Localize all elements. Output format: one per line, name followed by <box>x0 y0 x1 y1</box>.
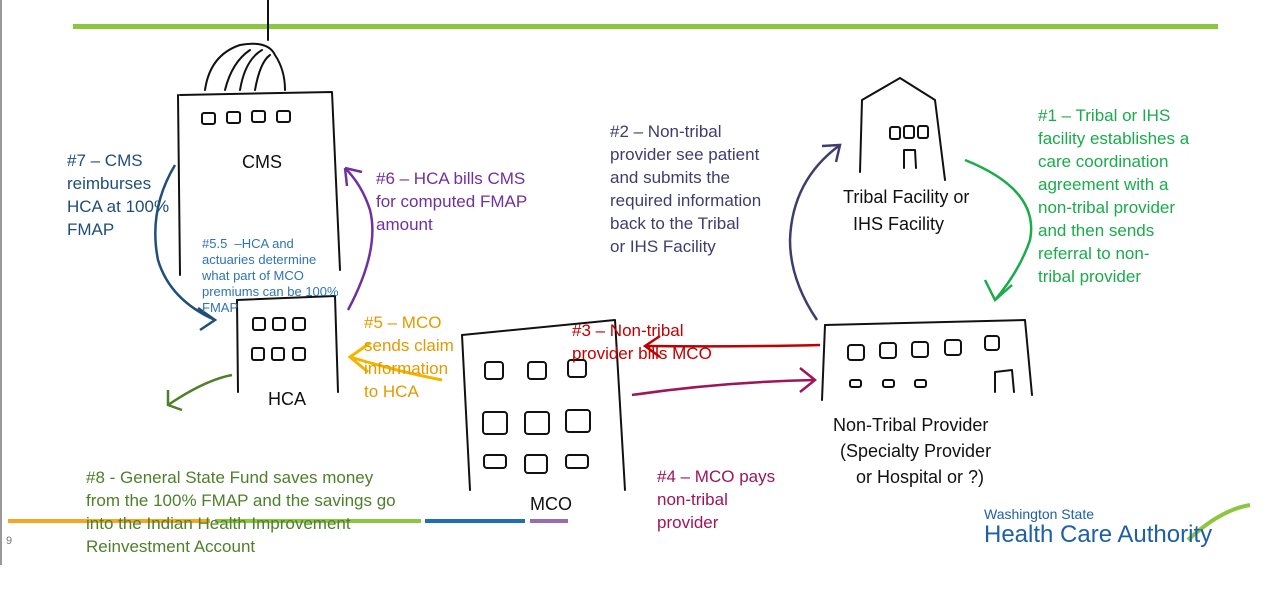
arrow-step4 <box>631 378 816 397</box>
page-number: 9 <box>6 535 13 547</box>
arrow-step8 <box>167 373 233 407</box>
top-accent-line <box>73 24 1218 29</box>
tribal-facility-label-line1: Tribal Facility or <box>843 187 970 207</box>
bottom-bar-orange <box>8 519 210 523</box>
cms-label: CMS <box>242 152 282 172</box>
non-tribal-provider-label-line2: (Specialty Provider <box>840 441 992 461</box>
logo-state-text: Washington State <box>984 506 1094 522</box>
arrow-step7 <box>154 164 216 322</box>
arrow-step6 <box>344 167 374 311</box>
arrow-step2 <box>788 143 841 321</box>
non-tribal-provider-label-line3: or Hospital or ?) <box>856 467 985 487</box>
bottom-bar-green <box>215 519 421 523</box>
mco-building-icon <box>461 319 626 491</box>
non-tribal-provider-building-icon <box>821 319 1033 401</box>
arrow-step1 <box>964 158 1033 301</box>
logo-swoosh-icon <box>1186 503 1251 542</box>
hca-logo: Washington State Health Care Authority <box>984 503 1254 553</box>
tribal-facility-building-icon <box>859 77 946 181</box>
bottom-bar-blue <box>425 519 525 523</box>
slide: CMS HCA MCO Tribal Facility or IHS Facil… <box>0 0 1254 565</box>
arrow-step3 <box>644 343 821 348</box>
arrow-step5 <box>349 355 443 382</box>
diagram-drawing <box>0 0 1251 565</box>
cms-building-icon <box>177 0 341 276</box>
non-tribal-provider-label-line1: Non-Tribal Provider <box>833 415 989 435</box>
hca-building-icon <box>236 295 339 393</box>
tribal-facility-label-line2: IHS Facility <box>853 214 945 234</box>
bottom-bar-purple <box>530 519 568 523</box>
hca-label: HCA <box>268 389 307 409</box>
mco-label: MCO <box>530 494 572 514</box>
logo-agency-text: Health Care Authority <box>984 521 1213 548</box>
